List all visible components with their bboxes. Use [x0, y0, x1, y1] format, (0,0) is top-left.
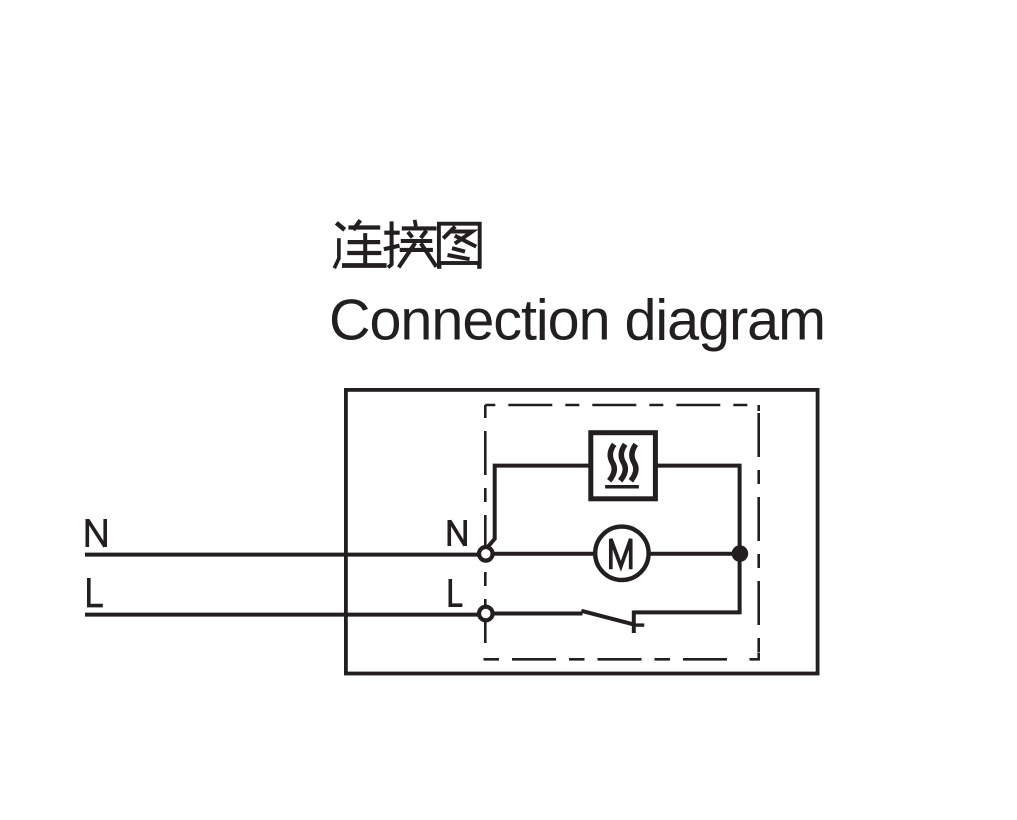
- svg-text:Connection diagram: Connection diagram: [329, 289, 826, 353]
